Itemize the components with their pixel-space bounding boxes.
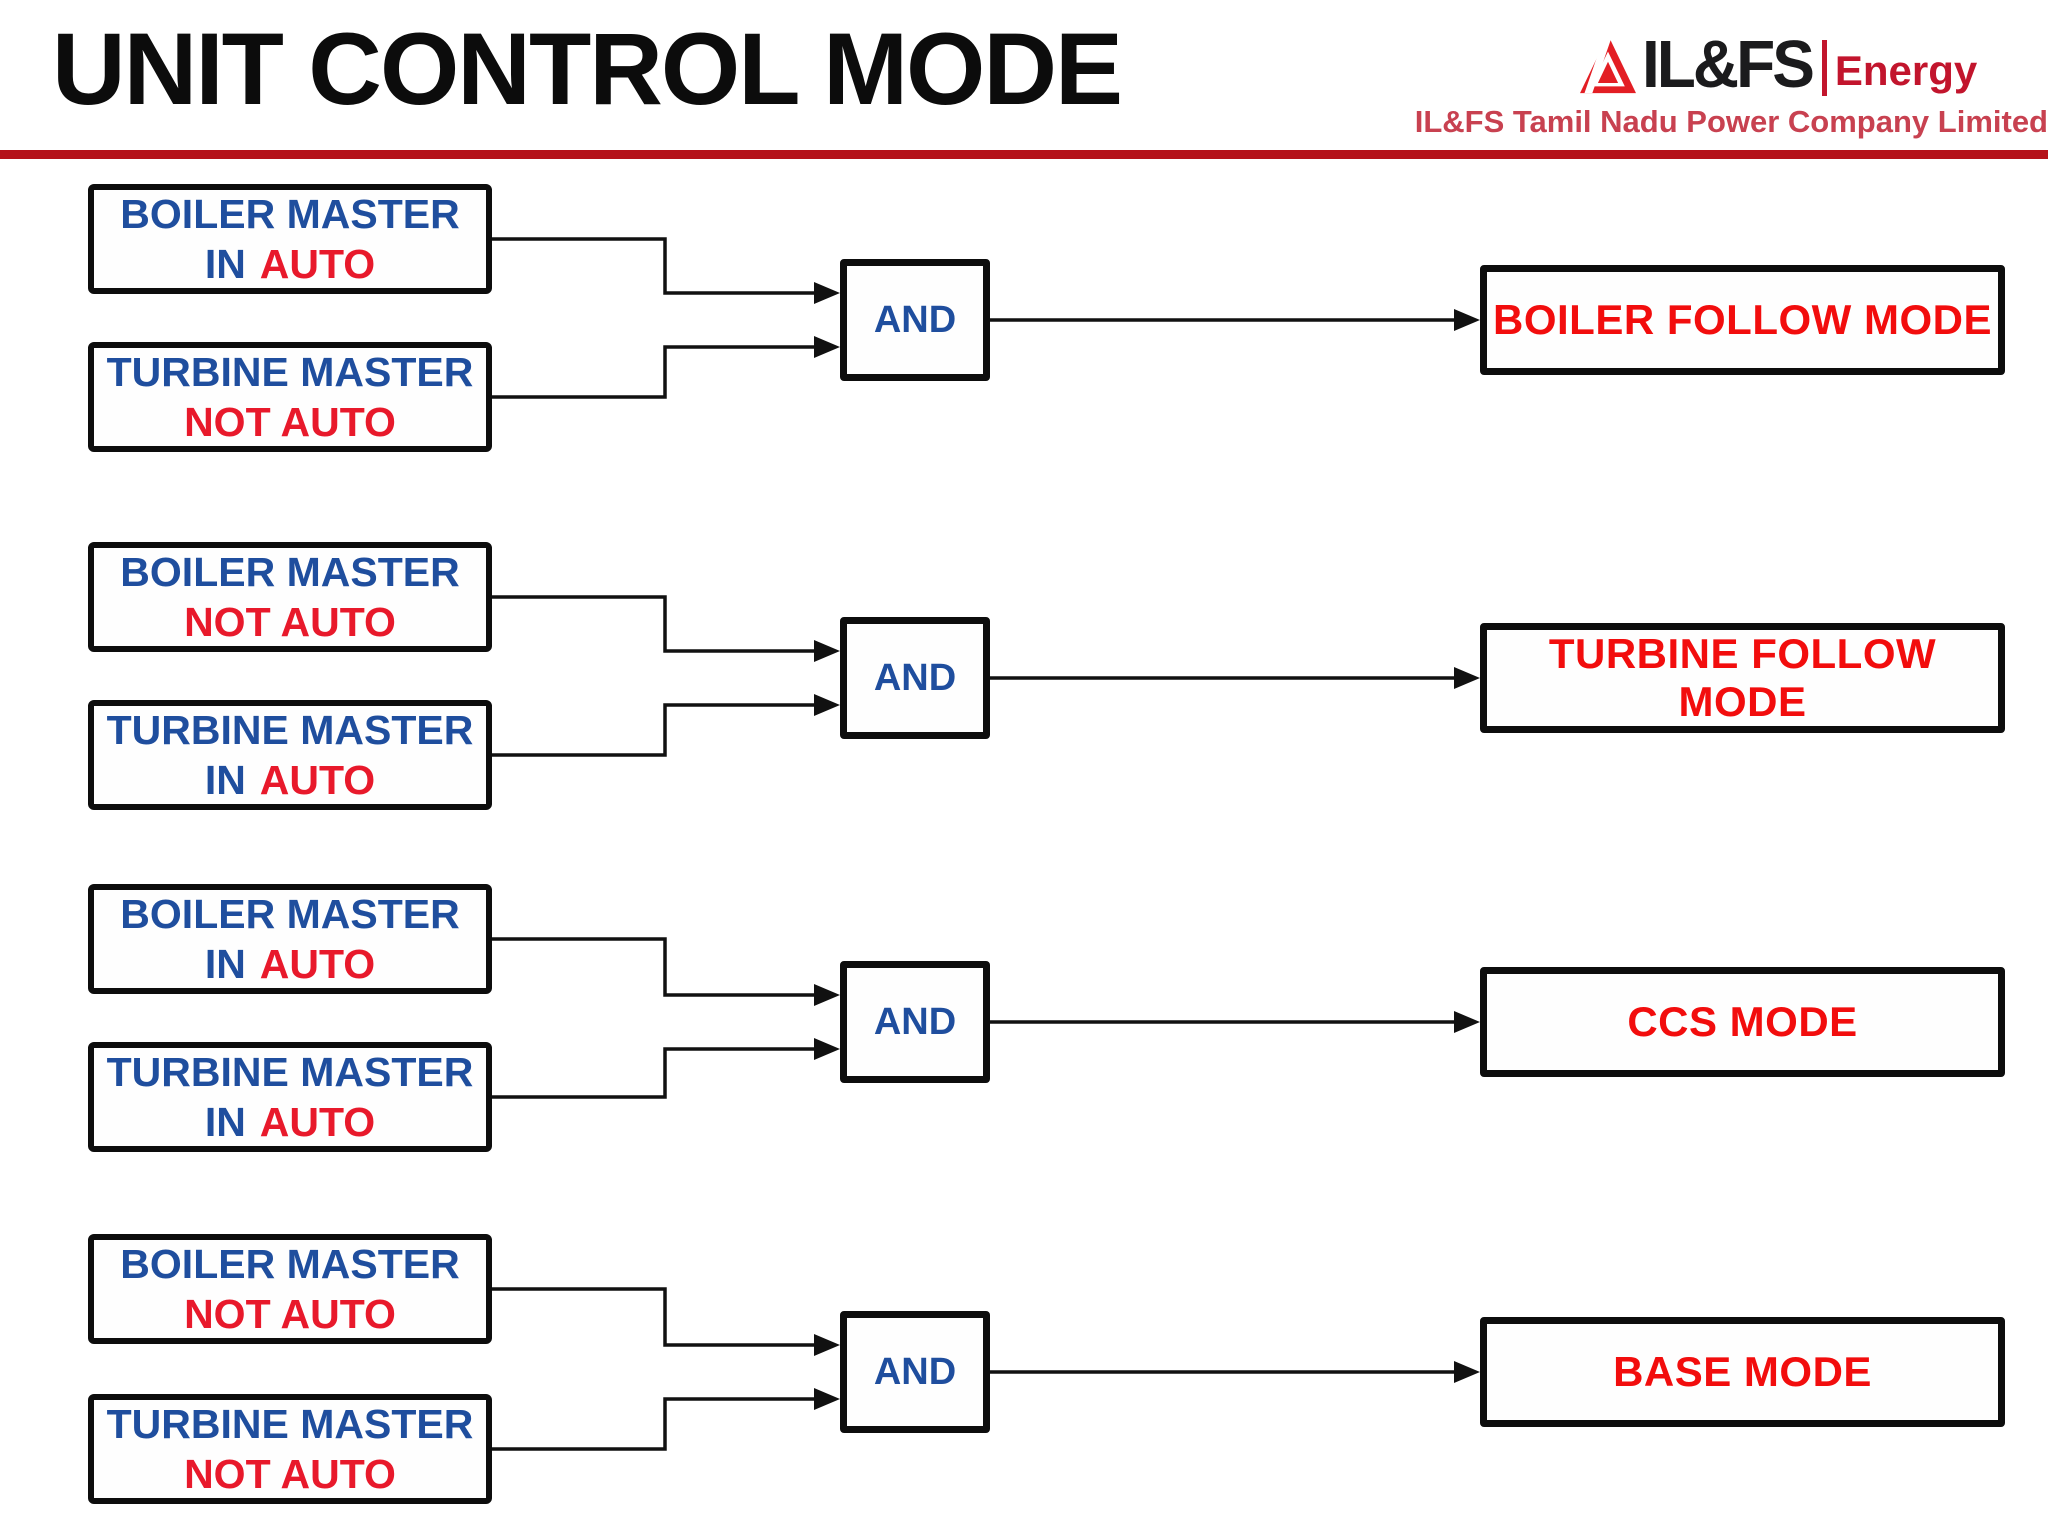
status-prefix: IN: [204, 941, 246, 987]
output-label: BOILER FOLLOW MODE: [1493, 296, 1992, 343]
input-box-boiler-master: BOILER MASTER NOT AUTO: [88, 1234, 492, 1344]
box-status: NOT AUTO: [184, 597, 396, 647]
connector-g3-input-a: [492, 937, 816, 997]
output-box-base-mode: BASE MODE: [1480, 1317, 2005, 1427]
arrowhead: [814, 984, 840, 1006]
header-rule: [0, 150, 2048, 159]
input-box-turbine-master: TURBINE MASTER IN AUTO: [88, 700, 492, 810]
output-label: CCS MODE: [1627, 998, 1858, 1045]
input-box-boiler-master: BOILER MASTER IN AUTO: [88, 184, 492, 294]
and-gate: AND: [840, 259, 990, 381]
arrowhead: [1454, 1011, 1480, 1033]
logo-subtitle: IL&FS Tamil Nadu Power Company Limited: [1414, 104, 2048, 139]
input-box-boiler-master: BOILER MASTER IN AUTO: [88, 884, 492, 994]
and-gate-label: AND: [873, 1350, 957, 1393]
box-title: BOILER MASTER: [120, 890, 460, 937]
connector-g1-input-b: [492, 345, 816, 399]
logo-divider: [1821, 40, 1827, 96]
connector-g1-input-a: [492, 237, 816, 295]
box-title: TURBINE MASTER: [106, 1048, 474, 1095]
status-value: NOT AUTO: [184, 1451, 396, 1497]
status-value: AUTO: [259, 241, 376, 287]
box-status: IN AUTO: [205, 755, 375, 805]
box-title: BOILER MASTER: [120, 190, 460, 237]
connector-g4-input-a: [492, 1287, 816, 1347]
status-value: NOT AUTO: [184, 399, 396, 445]
box-title: TURBINE MASTER: [106, 348, 474, 395]
arrowhead: [814, 640, 840, 662]
logo-division: Energy: [1834, 47, 1978, 94]
arrowhead: [814, 336, 840, 358]
and-gate-label: AND: [873, 656, 957, 699]
input-box-turbine-master: TURBINE MASTER NOT AUTO: [88, 1394, 492, 1504]
ilfs-triangle-icon: [1580, 34, 1636, 94]
box-title: TURBINE MASTER: [106, 1400, 474, 1447]
status-prefix: IN: [204, 1099, 246, 1145]
status-value: NOT AUTO: [184, 599, 396, 645]
arrowhead: [814, 1388, 840, 1410]
and-gate: AND: [840, 617, 990, 739]
arrowhead: [814, 282, 840, 304]
box-status: IN AUTO: [205, 239, 375, 289]
logo-brand: IL&FS: [1642, 26, 1815, 102]
and-gate-label: AND: [873, 298, 957, 341]
status-value: AUTO: [259, 1099, 376, 1145]
box-title: BOILER MASTER: [120, 1240, 460, 1287]
connector-g2-input-a: [492, 595, 816, 653]
output-label: BASE MODE: [1613, 1348, 1872, 1395]
input-box-boiler-master: BOILER MASTER NOT AUTO: [88, 542, 492, 652]
output-box-turbine-follow-mode: TURBINE FOLLOW MODE: [1480, 623, 2005, 733]
arrowhead: [814, 1334, 840, 1356]
box-status: NOT AUTO: [184, 1289, 396, 1339]
connector-g2-input-b: [492, 703, 816, 757]
arrowhead: [814, 694, 840, 716]
and-gate-label: AND: [873, 1000, 957, 1043]
box-status: IN AUTO: [205, 939, 375, 989]
output-label: TURBINE FOLLOW MODE: [1548, 630, 1937, 725]
output-box-ccs-mode: CCS MODE: [1480, 967, 2005, 1077]
arrowhead: [1454, 309, 1480, 331]
box-title: BOILER MASTER: [120, 548, 460, 595]
page-title: UNIT CONTROL MODE: [52, 12, 1123, 126]
status-prefix: IN: [204, 757, 246, 803]
box-status: IN AUTO: [205, 1097, 375, 1147]
and-gate: AND: [840, 1311, 990, 1433]
arrowhead: [1454, 667, 1480, 689]
input-box-turbine-master: TURBINE MASTER NOT AUTO: [88, 342, 492, 452]
status-value: AUTO: [259, 757, 376, 803]
company-logo: IL&FS Energy: [1580, 28, 1977, 100]
output-box-boiler-follow-mode: BOILER FOLLOW MODE: [1480, 265, 2005, 375]
connector-g4-input-b: [492, 1397, 816, 1451]
and-gate: AND: [840, 961, 990, 1083]
connector-g3-input-b: [492, 1047, 816, 1099]
box-title: TURBINE MASTER: [106, 706, 474, 753]
status-value: AUTO: [259, 941, 376, 987]
status-value: NOT AUTO: [184, 1291, 396, 1337]
status-prefix: IN: [204, 241, 246, 287]
input-box-turbine-master: TURBINE MASTER IN AUTO: [88, 1042, 492, 1152]
box-status: NOT AUTO: [184, 397, 396, 447]
arrowhead: [1454, 1361, 1480, 1383]
arrowhead: [814, 1038, 840, 1060]
box-status: NOT AUTO: [184, 1449, 396, 1499]
